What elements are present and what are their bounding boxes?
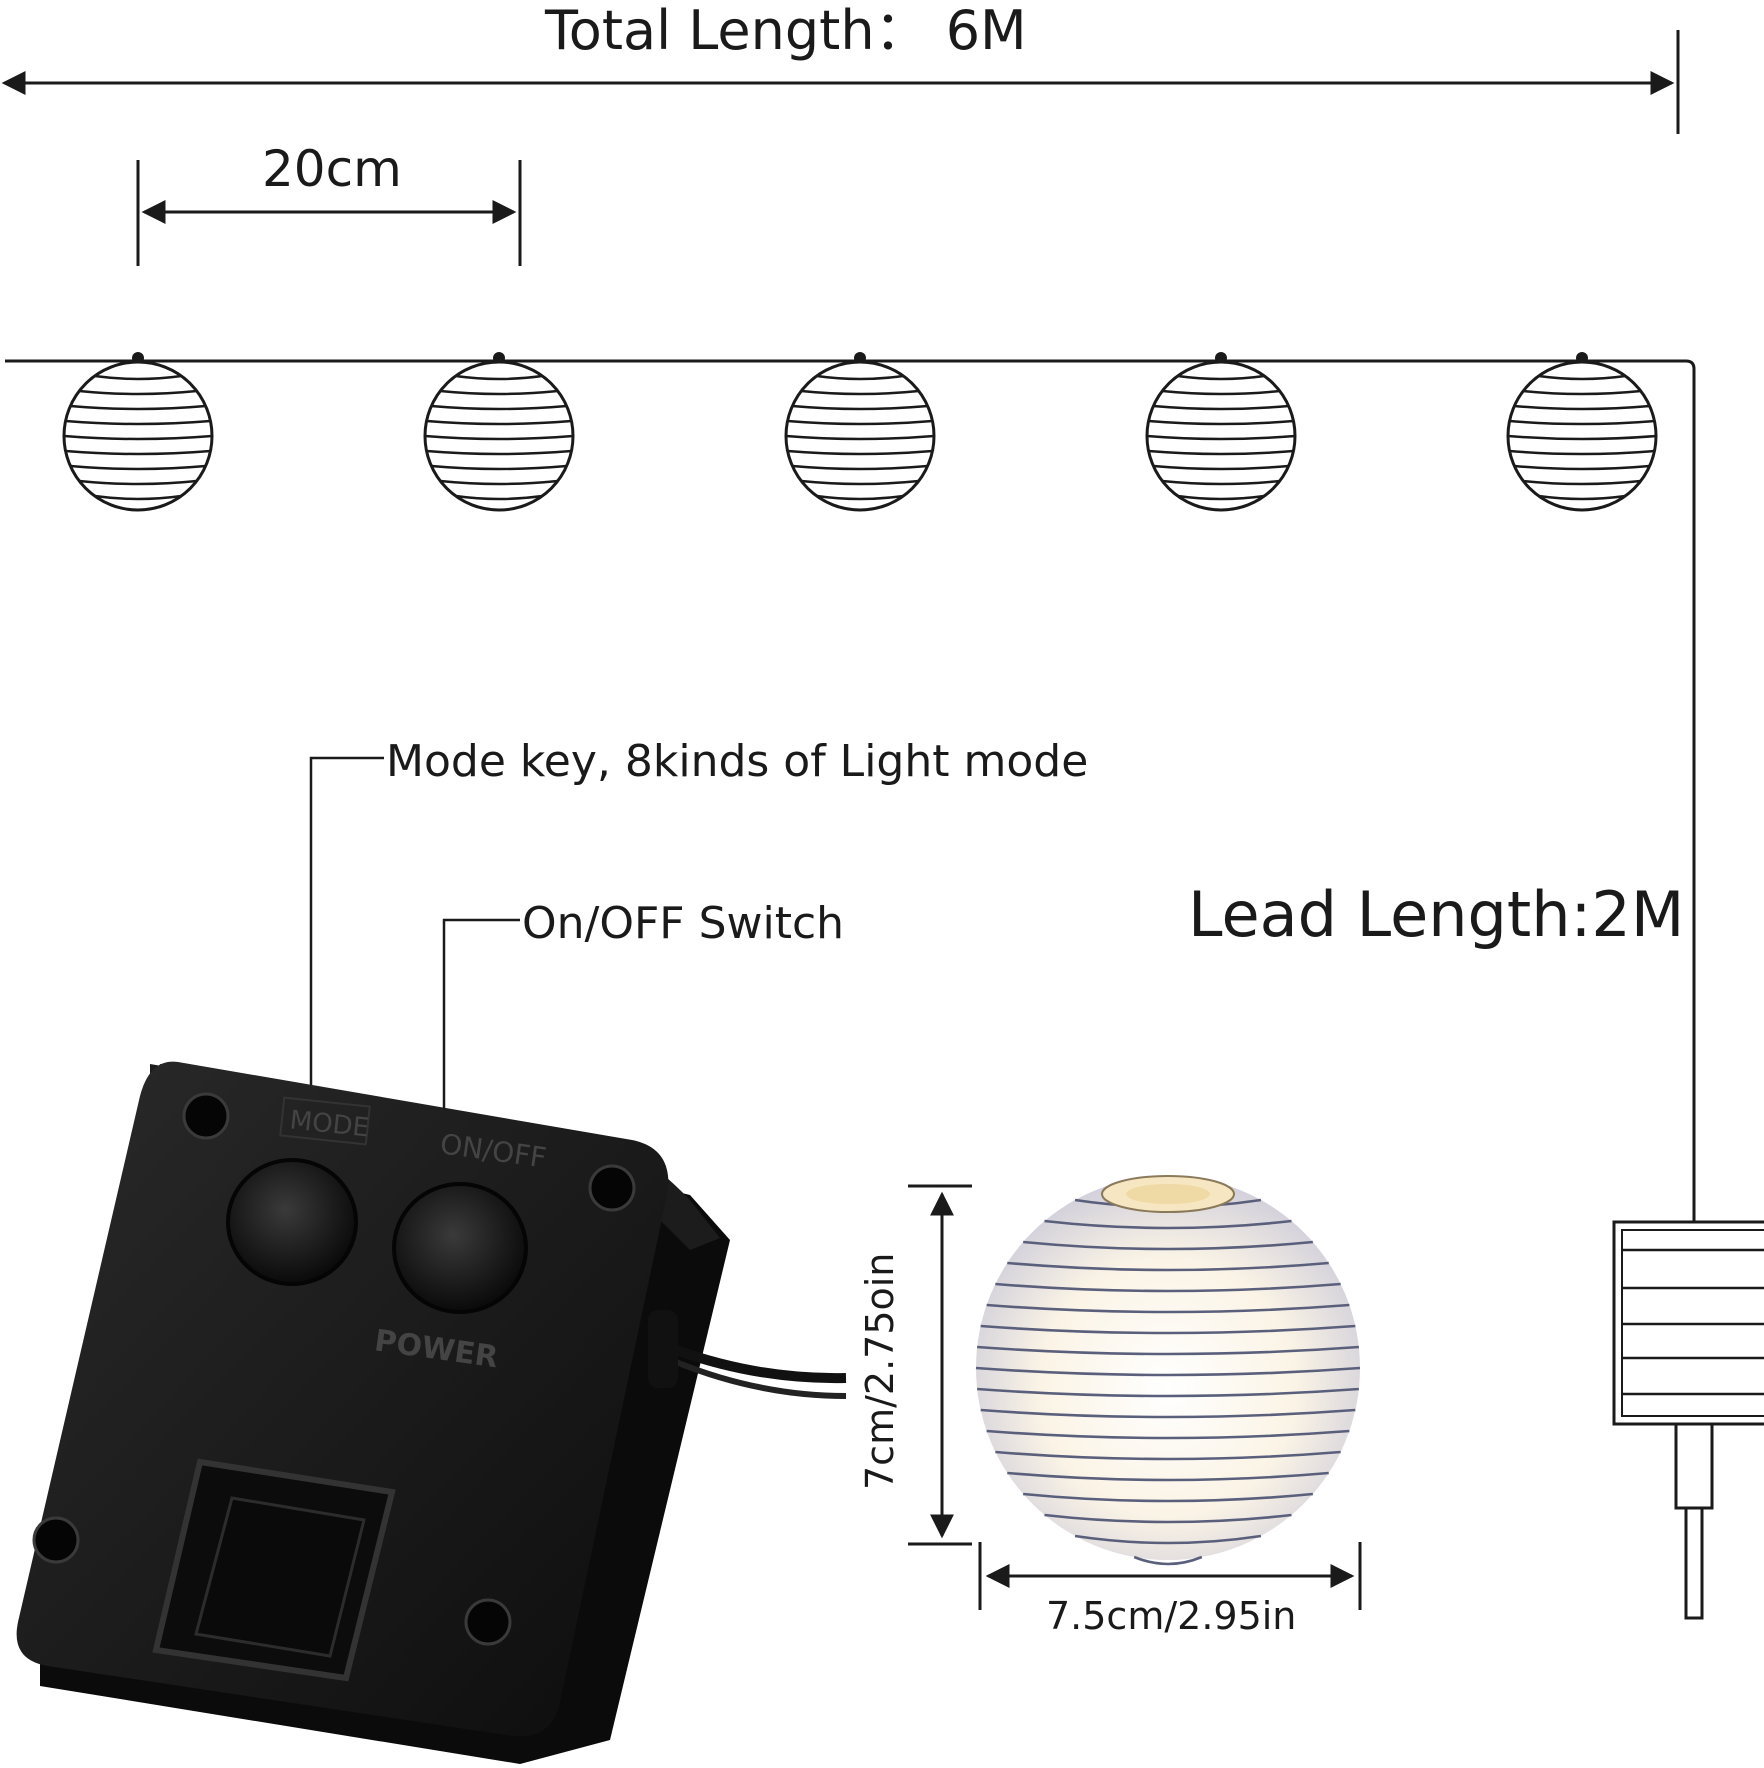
lantern-width-label: 7.5cm/2.95in <box>1046 1594 1297 1638</box>
mode-button <box>226 1158 358 1286</box>
onoff-switch-callout: On/OFF Switch <box>522 898 845 949</box>
total-length-label: Total Length： 6M <box>545 0 1027 62</box>
onoff-callout-leader <box>442 918 520 1188</box>
controller-box: MODE ON/OFF POWER <box>16 1061 847 1764</box>
lead-connector <box>1612 1220 1764 1620</box>
power-button <box>392 1182 528 1314</box>
string-wire <box>5 359 1696 1222</box>
lead-length-label: Lead Length:2M <box>1188 878 1685 951</box>
string-lantern <box>1506 352 1658 512</box>
string-lantern <box>423 352 575 512</box>
lantern-row <box>62 352 1658 512</box>
mode-callout-leader <box>309 756 384 1160</box>
lantern-closeup <box>975 1175 1361 1566</box>
string-lantern <box>1145 352 1297 512</box>
lantern-height-label: 7cm/2.75oin <box>858 1252 902 1490</box>
mode-key-callout: Mode key, 8kinds of Light mode <box>386 736 1089 787</box>
string-lantern <box>784 352 936 512</box>
spacing-label: 20cm <box>262 140 402 198</box>
box-cable <box>674 1345 847 1384</box>
string-lantern <box>62 352 214 512</box>
